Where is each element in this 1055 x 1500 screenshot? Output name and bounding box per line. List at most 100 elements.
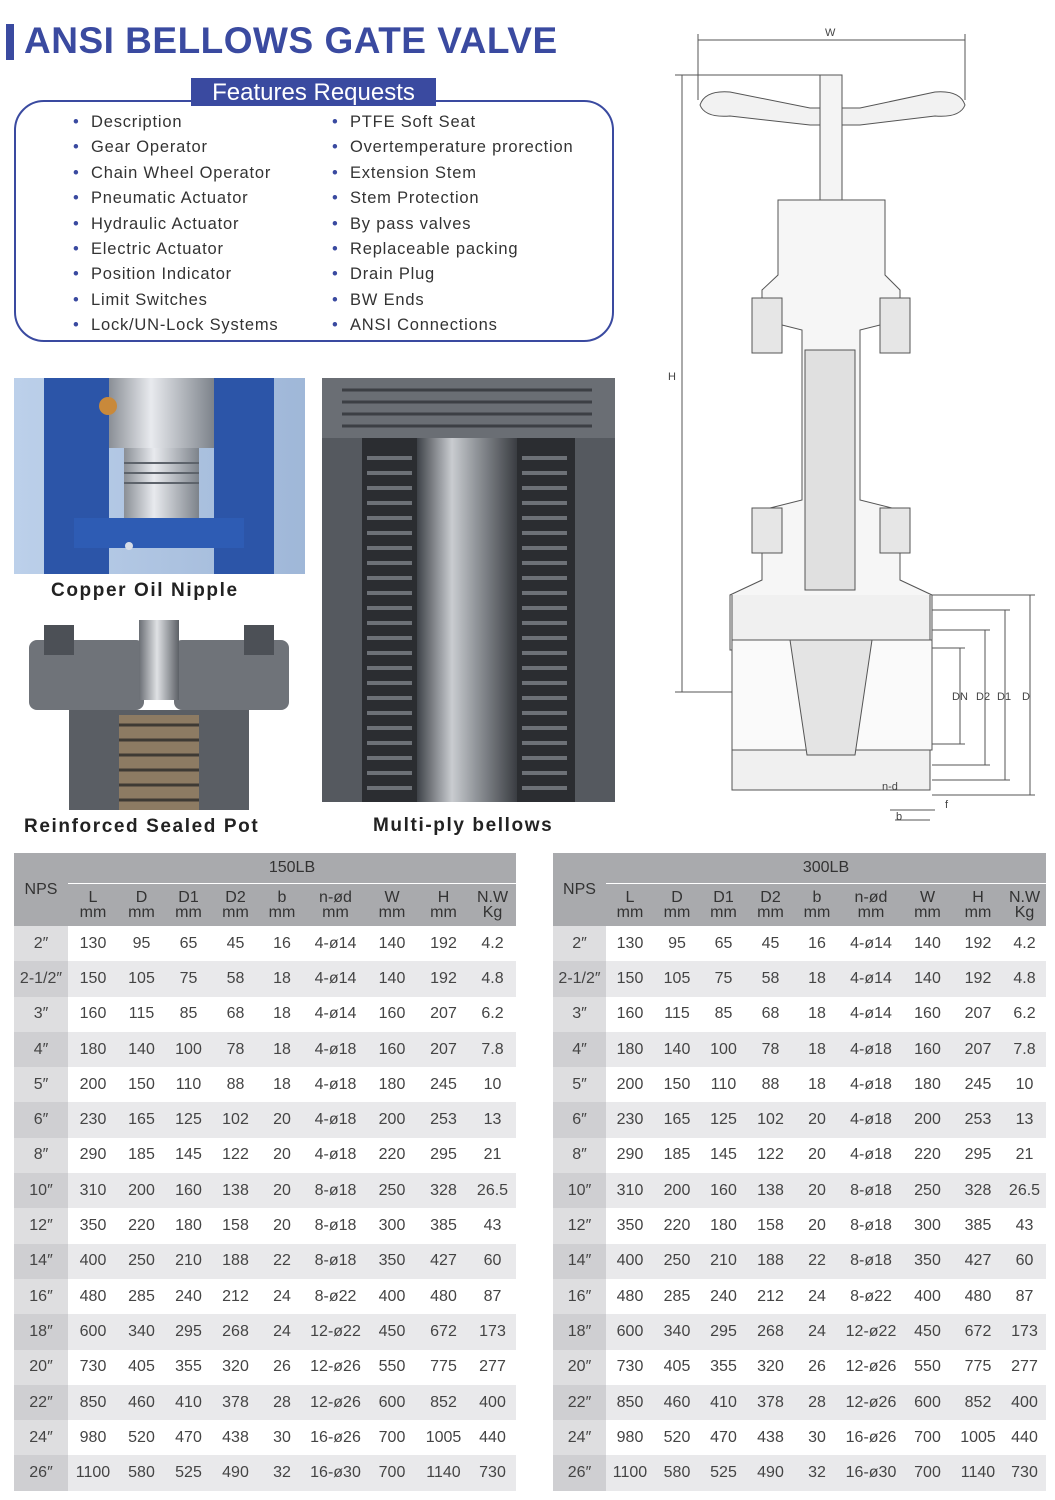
- table-cell: 410: [700, 1384, 747, 1421]
- table-cell: 102: [212, 1102, 259, 1138]
- column-name: b: [277, 889, 287, 906]
- table-cell: 88: [747, 1067, 794, 1103]
- table-cell: 250: [118, 1243, 165, 1279]
- table-cell: 440: [1003, 1420, 1046, 1456]
- table-cell: 600: [366, 1384, 418, 1421]
- column-name: N.W: [1008, 889, 1041, 906]
- column-unit: mm: [616, 904, 644, 921]
- nps-cell: 14″: [553, 1243, 606, 1279]
- table-cell: 230: [606, 1102, 654, 1138]
- table-cell: 58: [747, 961, 794, 997]
- table-cell: 188: [212, 1243, 259, 1279]
- table-cell: 26: [259, 1349, 305, 1385]
- column-name: H: [437, 889, 450, 906]
- table-cell: 4-ø14: [840, 961, 902, 997]
- table-cell: 150: [606, 961, 654, 997]
- table-cell: 160: [700, 1173, 747, 1209]
- table-cell: 8-ø18: [840, 1208, 902, 1244]
- table-cell: 212: [747, 1278, 794, 1315]
- dim-label-d: D: [1022, 691, 1030, 703]
- table-cell: 180: [68, 1031, 118, 1068]
- table-cell: 210: [700, 1243, 747, 1279]
- table-cell: 6.2: [1003, 996, 1046, 1032]
- table-cell: 12-ø26: [840, 1384, 902, 1421]
- table-cell: 8-ø18: [305, 1173, 366, 1209]
- reinforced-sealed-pot-photo: [14, 620, 305, 810]
- table-cell: 16: [794, 926, 840, 962]
- feature-item: Hydraulic Actuator: [73, 212, 278, 237]
- nps-cell: 16″: [14, 1278, 68, 1315]
- table-cell: 4-ø18: [840, 1137, 902, 1174]
- table-cell: 340: [654, 1314, 700, 1350]
- table-cell: 480: [606, 1278, 654, 1315]
- table-cell: 290: [68, 1137, 118, 1174]
- table-cell: 460: [654, 1384, 700, 1421]
- table-cell: 105: [654, 961, 700, 997]
- table-cell: 400: [902, 1278, 953, 1315]
- table-cell: 250: [654, 1243, 700, 1279]
- table-cell: 58: [212, 961, 259, 997]
- nps-cell: 22″: [553, 1384, 606, 1421]
- table-cell: 160: [606, 996, 654, 1032]
- table-cell: 8-ø22: [840, 1278, 902, 1315]
- nps-cell: 26″: [14, 1455, 68, 1491]
- table-cell: 68: [747, 996, 794, 1032]
- group-header-300lb: 300LB: [606, 853, 1046, 884]
- table-cell: 45: [212, 926, 259, 962]
- table-cell: 32: [794, 1455, 840, 1491]
- table-cell: 438: [747, 1420, 794, 1456]
- nps-cell: 20″: [553, 1349, 606, 1385]
- table-cell: 405: [654, 1349, 700, 1385]
- table-cell: 10: [1003, 1067, 1046, 1103]
- dim-label-d2: D2: [976, 691, 990, 703]
- table-cell: 140: [118, 1031, 165, 1068]
- nps-header: NPS: [553, 853, 606, 926]
- table-cell: 78: [212, 1031, 259, 1068]
- table-cell: 240: [700, 1278, 747, 1315]
- table-cell: 8-ø18: [305, 1208, 366, 1244]
- table-cell: 16-ø26: [305, 1420, 366, 1456]
- table-cell: 253: [953, 1102, 1003, 1138]
- table-cell: 4-ø14: [305, 996, 366, 1032]
- table-cell: 10: [469, 1067, 516, 1103]
- table-cell: 4.8: [1003, 961, 1046, 997]
- column-unit: mm: [914, 904, 941, 921]
- table-cell: 400: [68, 1243, 118, 1279]
- table-cell: 18: [794, 961, 840, 997]
- table-cell: 210: [165, 1243, 212, 1279]
- table-cell: 245: [953, 1067, 1003, 1103]
- table-cell: 490: [747, 1455, 794, 1491]
- feature-item: Replaceable packing: [332, 237, 573, 262]
- table-cell: 28: [259, 1384, 305, 1421]
- table-cell: 13: [1003, 1102, 1046, 1138]
- table-cell: 730: [469, 1455, 516, 1491]
- nps-cell: 22″: [14, 1384, 68, 1421]
- table-cell: 185: [118, 1137, 165, 1174]
- table-cell: 440: [469, 1420, 516, 1456]
- table-cell: 220: [654, 1208, 700, 1244]
- page-title: ANSI BELLOWS GATE VALVE: [24, 20, 558, 61]
- nps-cell: 5″: [14, 1067, 68, 1103]
- table-cell: 277: [1003, 1349, 1046, 1385]
- features-left-column: DescriptionGear OperatorChain Wheel Oper…: [73, 110, 278, 339]
- feature-item: Stem Protection: [332, 186, 573, 211]
- features-heading: Features Requests: [191, 78, 436, 106]
- table-cell: 26.5: [1003, 1173, 1046, 1209]
- table-cell: 165: [118, 1102, 165, 1138]
- dim-label-dn: DN: [952, 691, 968, 703]
- table-cell: 200: [68, 1067, 118, 1103]
- table-cell: 4-ø18: [305, 1067, 366, 1103]
- table-cell: 18: [259, 996, 305, 1032]
- table-cell: 250: [366, 1173, 418, 1209]
- table-cell: 88: [212, 1067, 259, 1103]
